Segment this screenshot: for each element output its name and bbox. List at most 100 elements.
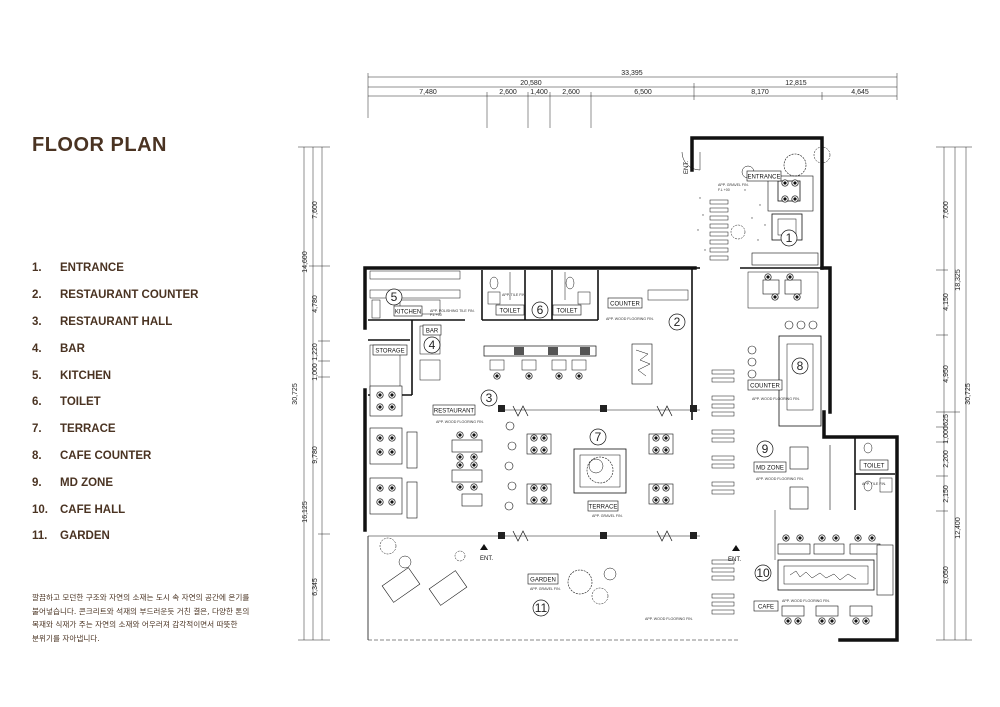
dim-top-seg: 2,600 xyxy=(562,89,580,96)
room-label-box xyxy=(607,297,643,309)
legend-label: RESTAURANT HALL xyxy=(60,315,173,328)
legend-item: 2.RESTAURANT COUNTER xyxy=(32,282,198,309)
callout-2: 2 xyxy=(674,315,681,329)
legend-label: CAFE HALL xyxy=(60,503,126,516)
dim-left-seg: 4,780 xyxy=(312,295,319,313)
legend-label: CAFE COUNTER xyxy=(60,449,152,462)
finish-note: APP. WOOD FLOORING FIN. xyxy=(606,317,654,321)
dim-top-seg: 1,400 xyxy=(530,89,548,96)
level-note: F.L +00 xyxy=(430,313,442,317)
dim-right-upper: 18,325 xyxy=(955,269,962,291)
ent-marker-left: ENT. xyxy=(480,556,493,562)
dim-top-right: 12,815 xyxy=(785,80,807,87)
dim-right-seg: 1,000 xyxy=(943,426,950,444)
legend-label: BAR xyxy=(60,342,85,355)
cafe-hall-furniture xyxy=(777,534,894,625)
finish-note: APP. GRAVEL FIN. xyxy=(718,183,749,187)
legend-label: MD ZONE xyxy=(60,476,114,489)
legend-number: 5. xyxy=(32,369,42,382)
legend-label: TERRACE xyxy=(60,423,116,436)
callout-10: 10 xyxy=(756,566,770,580)
room-label-garden: GARDEN xyxy=(530,578,556,584)
legend-number: 1. xyxy=(32,262,42,275)
right-dimension-lines xyxy=(936,146,972,641)
legend-item: 10. CAFE HALL xyxy=(32,496,198,523)
ent-marker-top: ENT. xyxy=(684,161,690,174)
room-label-box xyxy=(747,379,783,391)
callout-11: 11 xyxy=(535,601,548,615)
room-label-cafe: CAFE xyxy=(758,605,774,611)
room-label-counter: COUNTER xyxy=(610,302,640,308)
legend-item: 4. BAR xyxy=(32,335,198,362)
dim-right-seg: 2,200 xyxy=(943,450,950,468)
room-label-terrace: TERRACE xyxy=(589,505,618,511)
legend-number: 3. xyxy=(32,315,42,328)
dim-right-seg: 7,600 xyxy=(943,201,950,219)
legend-number: 10. xyxy=(32,503,48,516)
legend-label: GARDEN xyxy=(60,530,110,543)
legend-label: TOILET xyxy=(60,396,101,409)
legend-item: 1. ENTRANCE xyxy=(32,255,198,282)
description-line: 분위기를 자아냅니다. xyxy=(32,633,100,643)
walkway-paving xyxy=(711,369,735,615)
dim-top-seg: 2,600 xyxy=(499,89,517,96)
dim-right-lower: 12,400 xyxy=(955,517,962,539)
room-label-box xyxy=(432,404,476,416)
legend-number: 9. xyxy=(32,476,42,489)
room-label-box xyxy=(859,459,889,471)
entrance-room xyxy=(681,146,831,266)
dim-left-seg: 1,220 xyxy=(312,343,319,361)
finish-note: APP. GRAVEL FIN. xyxy=(592,514,623,518)
room-label-box xyxy=(495,304,525,316)
dim-top-seg: 6,500 xyxy=(634,89,652,96)
legend-number: 7. xyxy=(32,423,42,436)
dim-left-lower: 16,125 xyxy=(302,501,309,523)
room-label-md-zone: MD ZONE xyxy=(756,466,784,472)
dim-top-left: 20,580 xyxy=(520,80,542,87)
legend-item: 7. TERRACE xyxy=(32,416,198,443)
legend-item: 3. RESTAURANT HALL xyxy=(32,309,198,336)
room-label-toilet: TOILET xyxy=(864,464,885,470)
room-label-kitchen: KITCHEN xyxy=(395,310,421,316)
room-label-box xyxy=(587,500,619,512)
legend-number: 6. xyxy=(32,396,42,409)
garden-area xyxy=(367,535,740,641)
room-label-storage: STORAGE xyxy=(375,349,404,355)
legend-item: 8. CAFE COUNTER xyxy=(32,443,198,470)
ent-arrow-icon xyxy=(732,545,740,551)
legend-number: 8. xyxy=(32,449,42,462)
dim-right-total: 30,725 xyxy=(965,383,972,405)
room-label-box xyxy=(552,304,582,316)
dim-top-seg: 8,170 xyxy=(751,89,769,96)
finish-note: APP. TILE FIN. xyxy=(502,293,526,297)
description-line: 불어넣습니다. 콘크리트와 석재의 부드러운듯 거친 결은, 다양한 톤의 xyxy=(32,606,250,616)
room-label-restaurant: RESTAURANT xyxy=(434,409,475,415)
room-label-box xyxy=(393,305,423,317)
legend-number: 11. xyxy=(32,530,48,543)
dim-left-total: 30,725 xyxy=(292,383,299,405)
legend-item: 5. KITCHEN xyxy=(32,362,198,389)
bar-counter xyxy=(483,343,653,385)
ent-arrow-icon xyxy=(480,544,488,550)
callout-markers xyxy=(385,229,809,617)
room-label-toilet: TOILET xyxy=(500,309,521,315)
legend-item: 11. GARDEN xyxy=(32,523,198,550)
left-dimension-lines xyxy=(298,146,330,641)
legend-label: ENTRANCE xyxy=(60,262,124,275)
room-label-box xyxy=(753,600,779,612)
dim-left-seg: 7,600 xyxy=(312,201,319,219)
dim-right-seg: 4,150 xyxy=(943,293,950,311)
legend-label: KITCHEN xyxy=(60,369,112,382)
dim-right-seg: 625 xyxy=(943,414,950,426)
room-label-box xyxy=(422,324,442,336)
dim-right-seg: 2,150 xyxy=(943,485,950,503)
finish-note: APP. WOOD FLOORING FIN. xyxy=(436,420,484,424)
dim-left-upper: 14,600 xyxy=(302,251,309,273)
description-line: 깔끔하고 모던한 구조와 자연의 소재는 도시 속 자연의 공간에 온기를 xyxy=(32,593,250,602)
finish-note: APP. WOOD FLOORING FIN. xyxy=(645,617,693,621)
toilet-cafe xyxy=(863,442,893,493)
finish-note: APP. TILE FIN. xyxy=(862,482,886,486)
legend-number: 4. xyxy=(32,342,42,355)
dim-top-total: 33,395 xyxy=(621,70,643,77)
